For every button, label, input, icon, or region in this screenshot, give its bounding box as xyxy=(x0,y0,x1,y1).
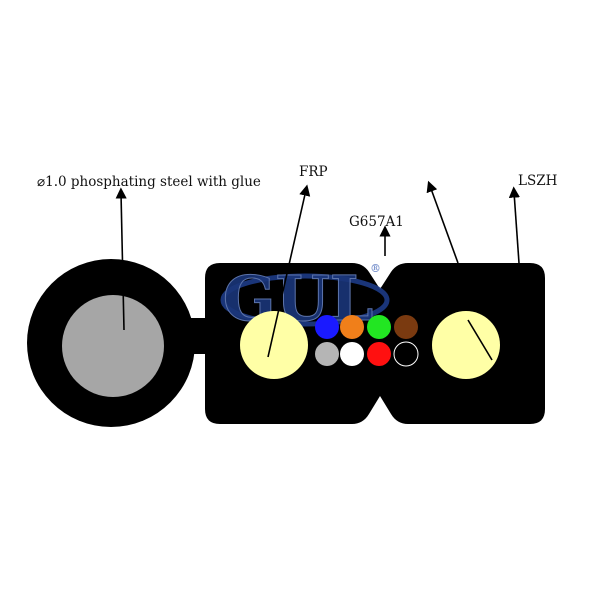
fiber-white xyxy=(340,342,364,366)
steel-wire-label: ⌀1.0 phosphating steel with glue xyxy=(37,174,261,190)
fiber-black xyxy=(393,341,419,367)
frp-strength-member-right xyxy=(432,311,500,379)
arrow-icon xyxy=(467,319,493,361)
fiber-green xyxy=(367,315,391,339)
fiber-orange xyxy=(340,315,364,339)
messenger-wire xyxy=(27,259,195,427)
frp-strength-member-left xyxy=(240,311,308,379)
fiber-red xyxy=(367,342,391,366)
arrow-icon xyxy=(508,186,520,264)
sheath-material-label: LSZH xyxy=(518,173,558,189)
fiber-type-label: G657A1 xyxy=(349,214,404,230)
fiber-blue xyxy=(315,315,339,339)
fiber-brown xyxy=(394,315,418,339)
arrow-icon xyxy=(426,180,459,264)
arrow-icon xyxy=(115,187,127,331)
optical-fibers xyxy=(315,315,419,367)
steel-wire-core xyxy=(62,295,164,397)
fiber-gray xyxy=(315,342,339,366)
frp-label: FRP xyxy=(299,164,328,180)
watermark-registered-mark: ® xyxy=(370,262,381,275)
arrow-icon xyxy=(267,184,311,358)
leader-arrows xyxy=(115,180,520,361)
watermark-swoosh xyxy=(220,273,390,327)
